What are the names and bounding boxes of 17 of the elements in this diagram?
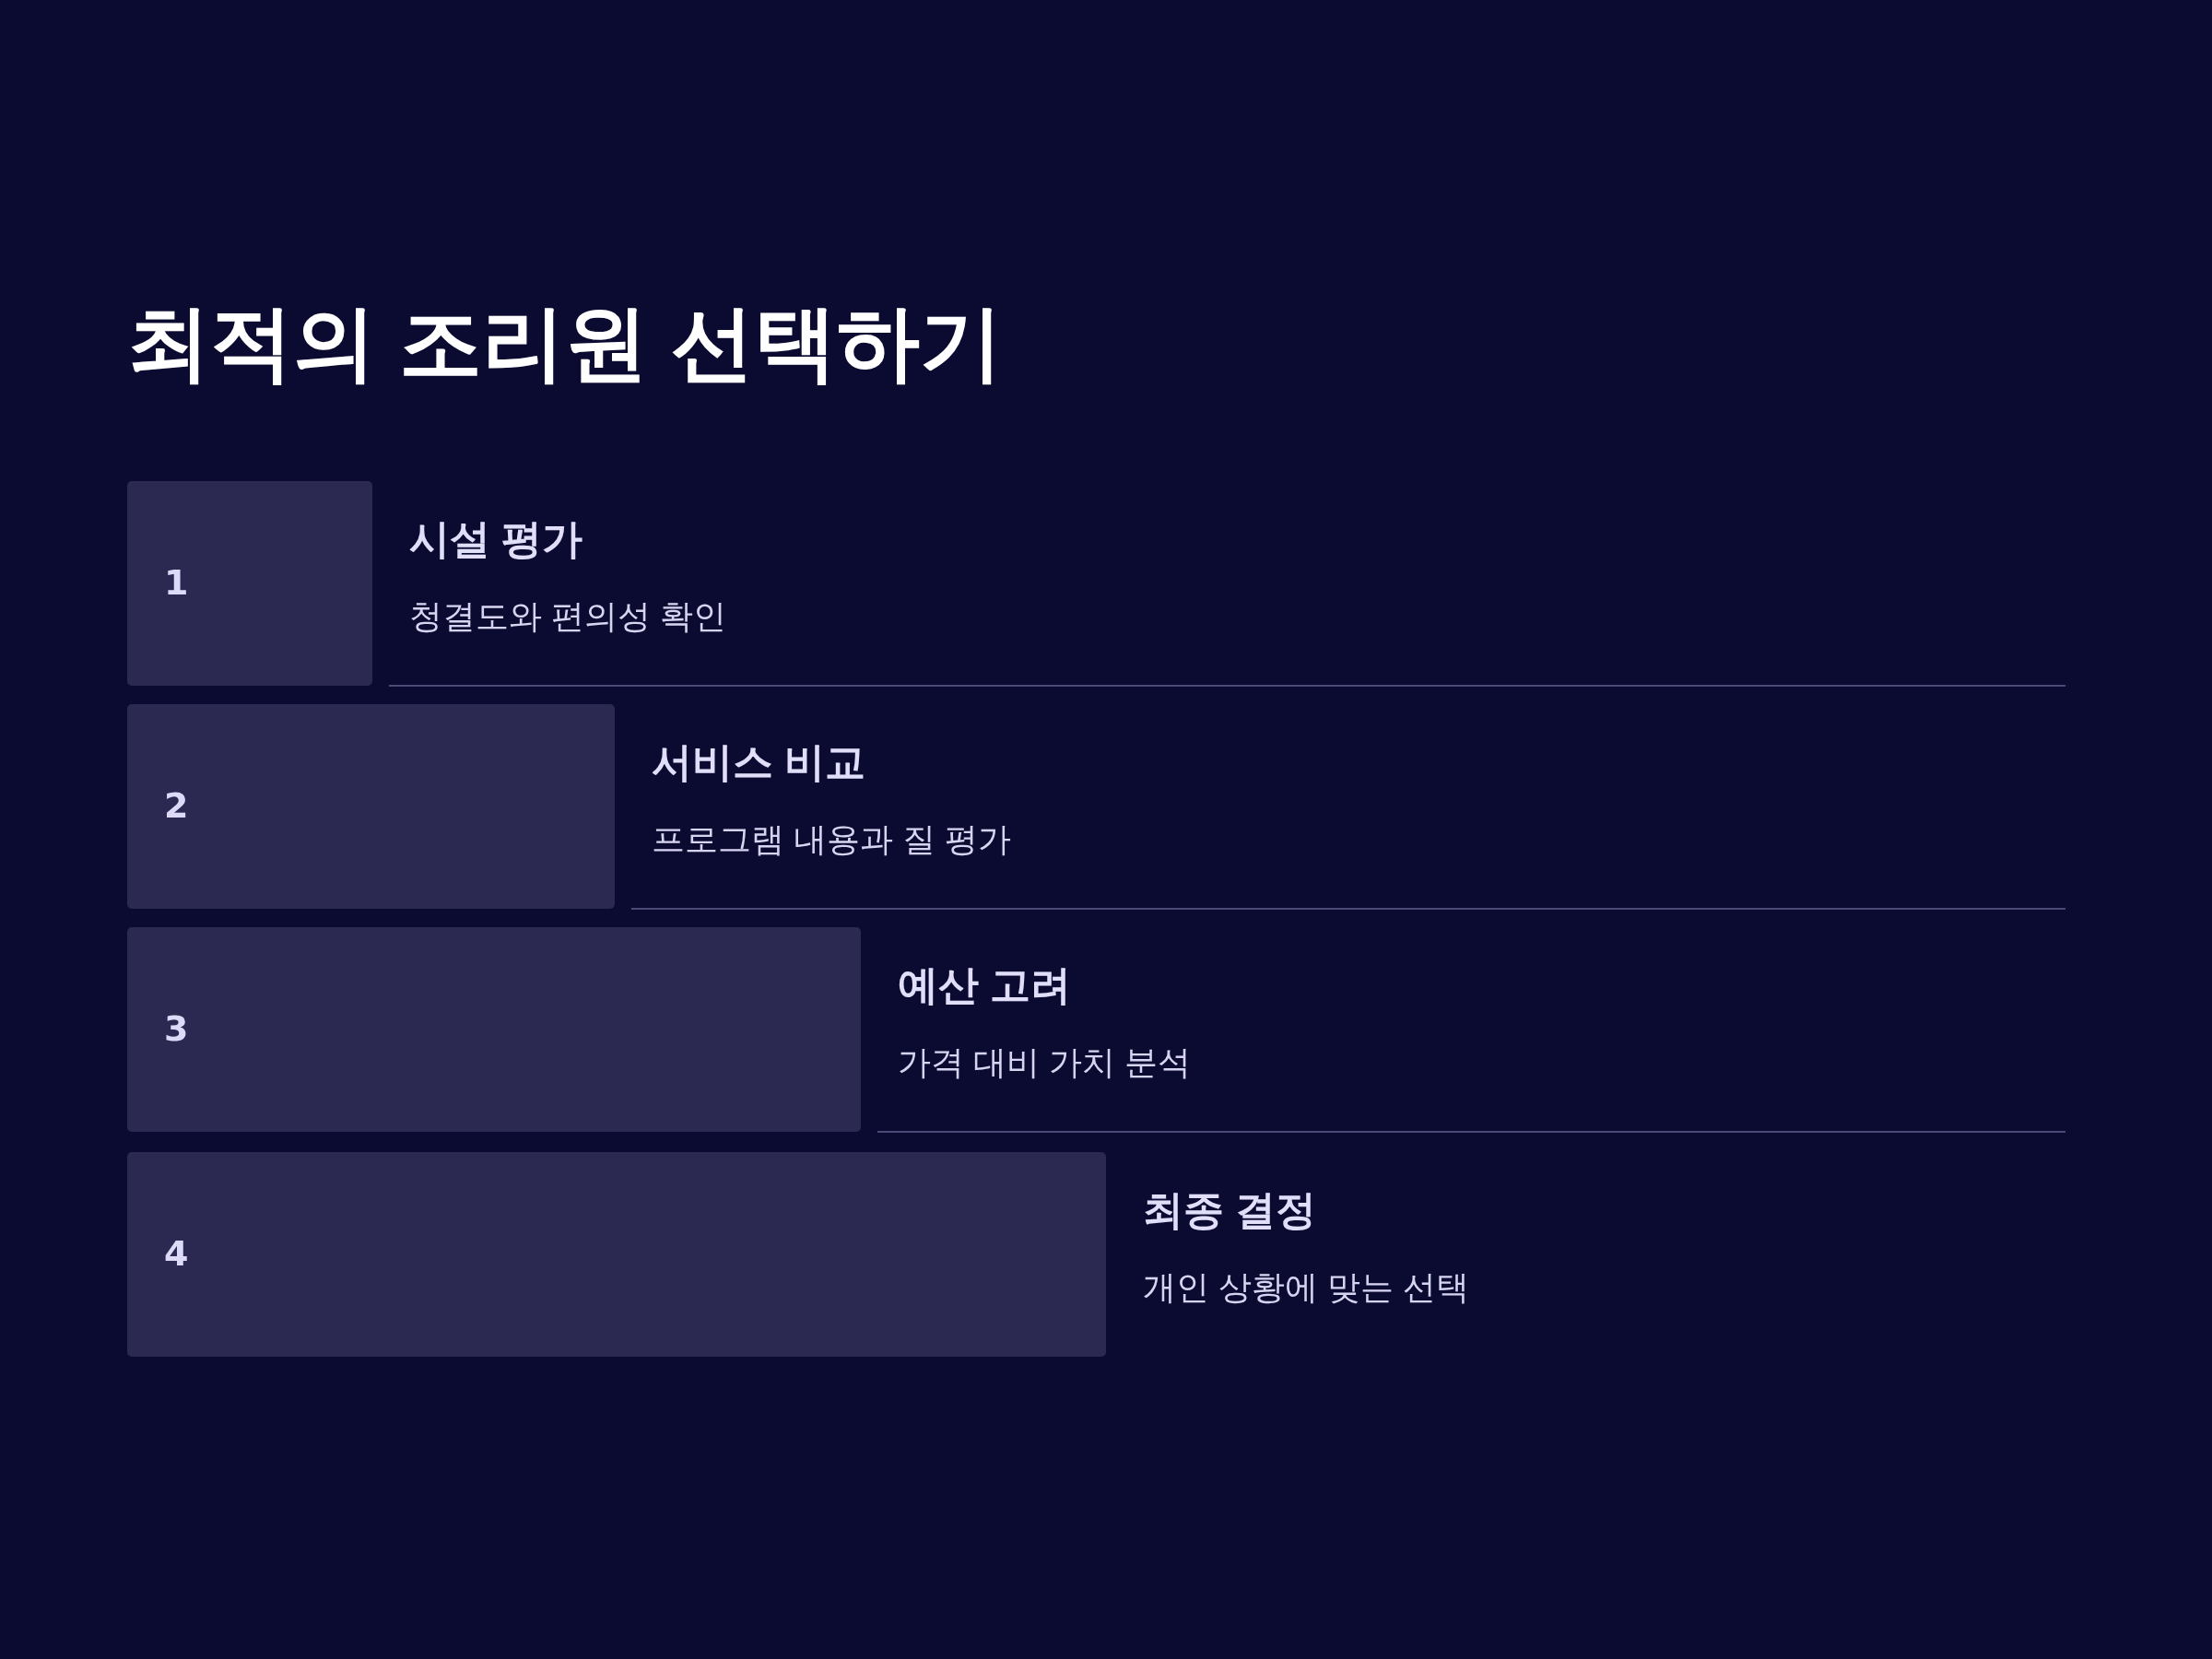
step-number: 1 <box>164 564 189 603</box>
step-description: 프로그램 내용과 질 평가 <box>652 819 1011 860</box>
step-heading: 예산 고려 <box>898 960 1072 1009</box>
step-heading: 시설 평가 <box>409 514 583 563</box>
step-bar <box>127 927 861 1132</box>
step-description: 개인 상황에 맞는 선택 <box>1143 1267 1469 1308</box>
step-number: 4 <box>164 1235 189 1274</box>
step-heading: 서비스 비교 <box>652 737 866 786</box>
step-bar <box>127 704 615 909</box>
step-bar <box>127 481 372 686</box>
step-bar <box>127 1152 1106 1357</box>
step-number: 2 <box>164 787 189 826</box>
title: 최적의 조리원 선택하기 <box>127 296 1003 391</box>
step-description: 청결도와 편의성 확인 <box>409 596 726 637</box>
step-description: 가격 대비 가치 분석 <box>898 1042 1191 1083</box>
step-heading: 최종 결정 <box>1143 1185 1317 1234</box>
step-number: 3 <box>164 1010 189 1049</box>
